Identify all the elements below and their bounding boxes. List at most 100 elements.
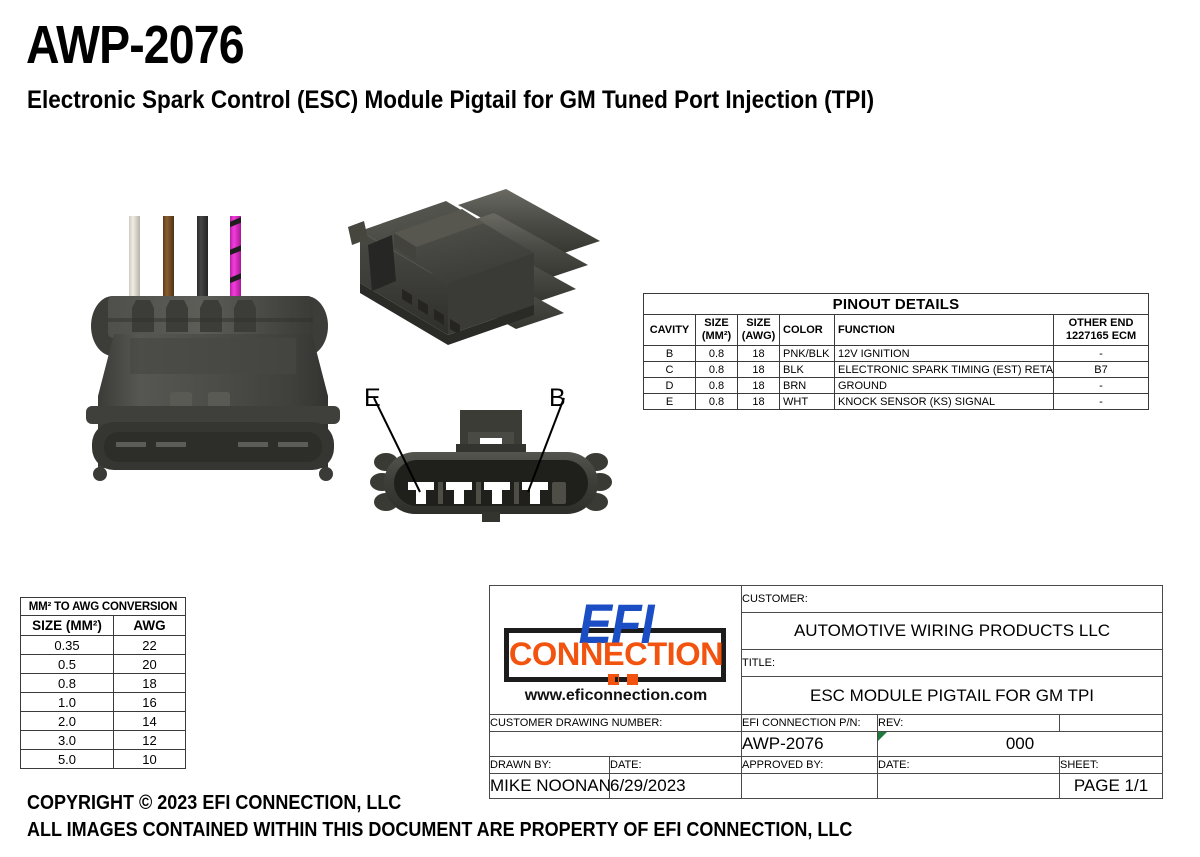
sheet-value: PAGE 1/1 (1058, 773, 1164, 799)
connector-plug-icon (608, 674, 619, 685)
conversion-cell-size: 0.8 (20, 673, 114, 693)
pinout-cell-other-end: - (1052, 377, 1150, 394)
mm2-to-awg-conversion-table: MM² TO AWG CONVERSION SIZE (MM²) AWG 0.3… (20, 597, 186, 769)
pinout-cell-function: GROUND (834, 377, 1054, 394)
rev-label-spacer (1058, 714, 1164, 732)
pinout-cell-color: PNK/BLK (779, 345, 835, 362)
conversion-cell-size: 3.0 (20, 730, 114, 750)
pinout-header-row: CAVITY SIZE (MM²) SIZE (AWG) COLOR FUNCT… (643, 314, 1150, 346)
rev-label: REV: (877, 714, 1060, 732)
drawing-title-value: ESC MODULE PIGTAIL FOR GM TPI (740, 676, 1164, 715)
pinout-cell-size-mm: 0.8 (695, 361, 738, 378)
pinout-header-cavity: CAVITY (643, 314, 696, 346)
conversion-header-row: SIZE (MM²) AWG (20, 615, 186, 636)
title-block-customer-label-row: EFI CONNECTION www.eficonnection.com CUS… (489, 585, 1164, 715)
size-awg-line1: SIZE (746, 317, 771, 330)
drawn-date-label: DATE: (609, 756, 742, 774)
efi-pn-label: EFI CONNECTION P/N: (741, 714, 878, 732)
pinout-header-color: COLOR (779, 314, 835, 346)
efi-pn-value: AWP-2076 (741, 731, 878, 757)
pinout-cell-cavity: D (643, 377, 696, 394)
conversion-title-row: MM² TO AWG CONVERSION (20, 597, 186, 616)
approved-date-label: DATE: (877, 756, 1060, 774)
pinout-header-size-mm: SIZE (MM²) (695, 314, 738, 346)
pinout-cell-size-awg: 18 (737, 393, 780, 410)
callout-label-cavity-e: E (364, 384, 381, 412)
table-row: 2.0 14 (20, 711, 186, 731)
page-subtitle: Electronic Spark Control (ESC) Module Pi… (27, 86, 875, 114)
copyright-footer: COPYRIGHT © 2023 EFI CONNECTION, LLC ALL… (27, 790, 852, 844)
conversion-cell-awg: 16 (113, 692, 186, 712)
conversion-cell-awg: 10 (113, 749, 186, 769)
size-awg-line2: (AWG) (741, 330, 776, 342)
customer-label: CUSTOMER: (740, 585, 1164, 613)
conversion-cell-awg: 14 (113, 711, 186, 731)
connector-socket-icon (627, 674, 638, 685)
approved-date-value (877, 773, 1060, 799)
customer-value: AUTOMOTIVE WIRING PRODUCTS LLC (740, 611, 1164, 651)
pinout-cell-color: WHT (779, 393, 835, 410)
size-mm-line2: (MM²) (701, 330, 732, 342)
pinout-title-row: PINOUT DETAILS (642, 293, 1150, 315)
connector-isometric-view-image (348, 189, 600, 345)
table-row: 3.0 12 (20, 730, 186, 750)
conversion-cell-size: 1.0 (20, 692, 114, 712)
pinout-cell-cavity: E (643, 393, 696, 410)
pinout-cell-size-mm: 0.8 (695, 377, 738, 394)
pinout-cell-color: BLK (779, 361, 835, 378)
pinout-cell-size-awg: 18 (737, 361, 780, 378)
conversion-header-awg: AWG (113, 615, 186, 636)
table-row: 0.8 18 (20, 673, 186, 693)
connector-face-view-image (370, 397, 612, 522)
other-end-line1: OTHER END (1068, 317, 1134, 330)
page-title: AWP-2076 (26, 15, 245, 75)
customer-drawing-number-value (489, 731, 742, 757)
conversion-cell-awg: 20 (113, 654, 186, 674)
rev-flag-icon (878, 732, 887, 741)
approved-by-value (741, 773, 878, 799)
drawing-title-label: TITLE: (740, 649, 1164, 678)
pinout-header-other-end: OTHER END 1227165 ECM (1052, 314, 1150, 346)
conversion-cell-awg: 18 (113, 673, 186, 693)
drawn-by-label: DRAWN BY: (489, 756, 610, 774)
pinout-cell-size-mm: 0.8 (695, 393, 738, 410)
drawn-by-value: MIKE NOONAN (489, 773, 610, 799)
conversion-cell-awg: 12 (113, 730, 186, 750)
table-row: 0.35 22 (20, 635, 186, 655)
copyright-line-1: COPYRIGHT © 2023 EFI CONNECTION, LLC (27, 792, 402, 814)
pinout-table-title: PINOUT DETAILS (642, 293, 1150, 315)
sheet-label: SHEET: (1058, 756, 1164, 774)
logo-website-url: www.eficonnection.com (524, 687, 708, 704)
conversion-cell-size: 0.5 (20, 654, 114, 674)
conversion-cell-size: 2.0 (20, 711, 114, 731)
pinout-cell-size-mm: 0.8 (695, 345, 738, 362)
title-block-signoff-label-row: DRAWN BY: DATE: APPROVED BY: DATE: SHEET… (489, 756, 1164, 774)
conversion-table-title: MM² TO AWG CONVERSION (20, 597, 186, 616)
conversion-header-size: SIZE (MM²) (20, 615, 114, 636)
logo-brand-connection: CONNECTION (508, 636, 724, 672)
pinout-cell-other-end: - (1052, 345, 1150, 362)
copyright-line-2: ALL IMAGES CONTAINED WITHIN THIS DOCUMEN… (27, 819, 853, 841)
other-end-line2: 1227165 ECM (1065, 330, 1137, 342)
conversion-cell-awg: 22 (113, 635, 186, 655)
table-row: D 0.8 18 BRN GROUND - (643, 377, 1150, 394)
rev-value: 000 (876, 731, 1164, 757)
pinout-cell-other-end: - (1052, 393, 1150, 410)
pinout-cell-function: 12V IGNITION (834, 345, 1054, 362)
connector-front-view-image (86, 216, 340, 481)
title-block-title-label-row: TITLE: (490, 649, 1164, 678)
logo-brand-efi: EFI (578, 592, 655, 656)
pinout-cell-other-end: B7 (1052, 361, 1150, 378)
approved-by-label: APPROVED BY: (741, 756, 878, 774)
callout-label-cavity-b: B (549, 384, 566, 412)
title-block-numbers-value-row: AWP-2076 000 (489, 731, 1164, 757)
table-row: B 0.8 18 PNK/BLK 12V IGNITION - (643, 345, 1150, 362)
table-row: 1.0 16 (20, 692, 186, 712)
rev-value-text: 000 (1005, 734, 1035, 753)
conversion-cell-size: 5.0 (20, 749, 114, 769)
customer-drawing-number-label: CUSTOMER DRAWING NUMBER: (489, 714, 742, 732)
title-block-signoff-value-row: MIKE NOONAN 6/29/2023 PAGE 1/1 (489, 773, 1164, 799)
table-row: 5.0 10 (20, 749, 186, 769)
title-block: EFI CONNECTION www.eficonnection.com CUS… (489, 585, 1164, 799)
title-block-title-value-row: ESC MODULE PIGTAIL FOR GM TPI (490, 676, 1164, 715)
